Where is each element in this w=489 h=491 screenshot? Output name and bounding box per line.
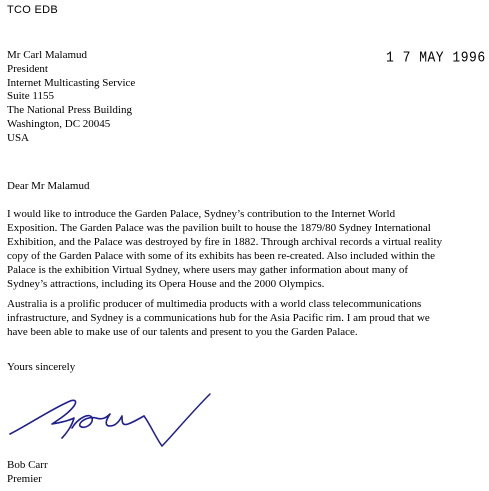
paragraph-line: Palace is the exhibition Virtual Sydney,… [7,263,409,276]
body-paragraph-1: I would like to introduce the Garden Pal… [7,208,485,291]
recipient-line: Washington, DC 20045 [7,117,111,130]
signer-title: Premier [7,472,42,485]
signer-block: Bob Carr Premier [7,459,48,487]
paragraph-line: Sydney’s attractions, including its Oper… [7,277,325,290]
salutation: Dear Mr Malamud [7,180,90,192]
paragraph-line: I would like to introduce the Garden Pal… [7,208,396,220]
paragraph-line: Australia is a prolific producer of mult… [7,298,422,310]
signature-tail-stroke [143,393,211,448]
body-paragraph-2: Australia is a prolific producer of mult… [7,298,485,340]
paragraph-line: have been able to make use of our talent… [7,325,358,338]
handwritten-signature [9,393,211,448]
paragraph-line: Exhibition, and the Palace was destroyed… [7,235,443,248]
reference-code: TCO EDB [7,4,58,16]
recipient-line: USA [7,131,30,144]
paragraph-line: Exposition. The Garden Palace was the pa… [7,221,431,234]
recipient-line: The National Press Building [7,104,132,117]
recipient-line: Internet Multicasting Service [7,76,136,89]
signer-name: Bob Carr [7,459,48,471]
signature-stroke [9,399,145,439]
paragraph-line: infrastructure, and Sydney is a communic… [7,311,430,324]
paragraph-line: copy of the Garden Palace with some of i… [7,249,435,262]
recipient-line: Mr Carl Malamud [7,49,88,61]
date-stamp: 1 7 MAY 1996 [386,49,486,66]
recipient-address: Mr Carl Malamud President Internet Multi… [7,49,135,146]
recipient-line: President [7,62,48,75]
recipient-line: Suite 1155 [7,90,54,103]
closing: Yours sincerely [7,361,76,373]
